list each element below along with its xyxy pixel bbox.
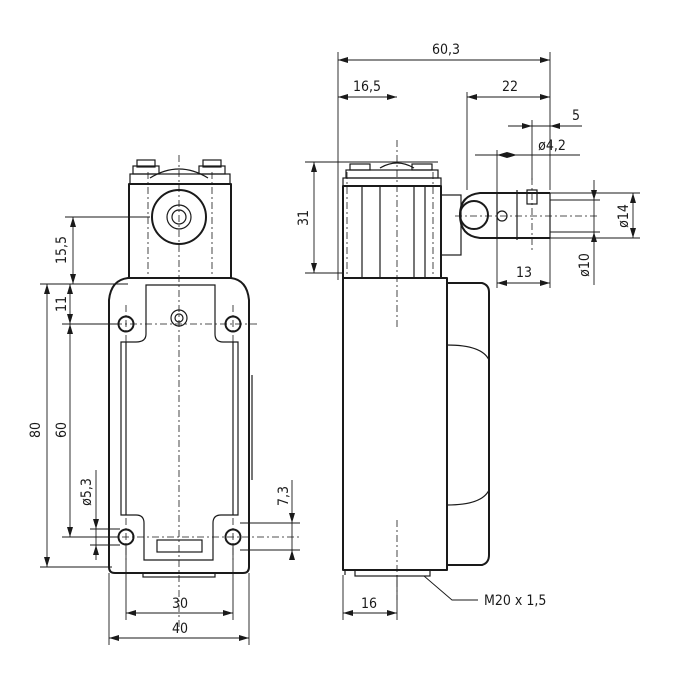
front-centerlines: [92, 155, 300, 630]
dim-side-head-height: 31: [296, 161, 438, 274]
label-60-3: 60,3: [432, 42, 460, 58]
dim-lever-end: 5: [508, 108, 582, 180]
label-16: 16: [361, 596, 377, 612]
label-16-5: 16,5: [353, 79, 381, 95]
label-11: 11: [54, 296, 70, 312]
dim-hole-spacing-vertical: 60 11: [54, 284, 118, 538]
dim-conduit-offset: 16: [342, 575, 398, 620]
dim-bottom-hole-offset: 7,3: [240, 480, 300, 560]
label-30: 30: [172, 596, 188, 612]
label-5: 5: [572, 108, 580, 124]
front-head-block: [128, 183, 232, 279]
front-housing: [108, 277, 253, 578]
side-head-screws: [342, 162, 442, 187]
label-13: 13: [516, 265, 532, 281]
label-d10: ø10: [577, 253, 593, 277]
label-d5-3: ø5,3: [79, 478, 95, 506]
dim-hole-diameter: ø5,3: [79, 470, 120, 560]
label-d4-2: ø4,2: [538, 138, 566, 154]
label-80: 80: [28, 422, 44, 438]
label-31: 31: [296, 210, 312, 226]
dim-lever-length: 22: [466, 79, 550, 190]
label-7-3: 7,3: [276, 486, 292, 506]
label-40: 40: [172, 621, 188, 637]
label-60: 60: [54, 422, 70, 438]
dim-lever-hole: ø4,2: [475, 138, 580, 193]
dim-width-total: 40: [108, 573, 250, 645]
dim-head-offset: 16,5: [338, 79, 397, 100]
side-head-block: [342, 185, 462, 279]
label-22: 22: [502, 79, 518, 95]
dim-shaft-diameter: ø10: [550, 180, 600, 285]
label-15-5: 15,5: [54, 236, 70, 264]
front-head-screws: [129, 159, 231, 185]
side-lever-roller: [455, 178, 600, 250]
dim-hole-spacing-horizontal: 30: [125, 545, 234, 620]
dim-total-length: 60,3: [337, 42, 551, 280]
side-centerlines: [346, 140, 434, 600]
dim-head-height: 15,5: [54, 216, 150, 285]
side-housing: [342, 277, 490, 577]
front-view: 15,5 80 60 11: [28, 155, 300, 645]
label-d14: ø14: [616, 204, 632, 228]
side-view: 60,3 16,5 22 5: [296, 42, 640, 620]
dim-roller-width: 13: [496, 238, 551, 288]
label-m20: M20 x 1,5: [484, 593, 546, 609]
dim-height-total: 80: [28, 283, 128, 568]
leader-conduit-thread: M20 x 1,5: [423, 575, 546, 609]
